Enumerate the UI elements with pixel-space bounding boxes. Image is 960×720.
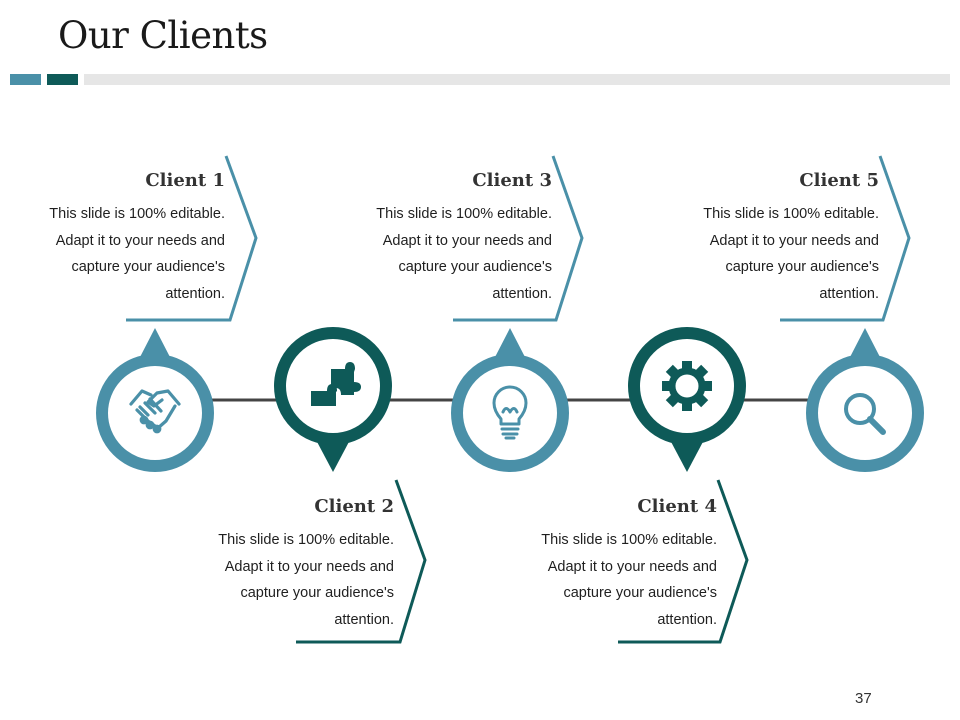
client-1-name: Client 1 (145, 170, 225, 191)
client-4-name: Client 4 (637, 496, 717, 517)
bracket-client-1 (126, 155, 258, 322)
client-3-block: Client 3 This slide is 100% editable. Ad… (367, 170, 552, 307)
accent-bar-dark (47, 74, 78, 85)
handshake-icon (129, 389, 181, 434)
bracket-client-2 (296, 479, 427, 644)
client-2-text: This slide is 100% editable. Adapt it to… (218, 532, 394, 628)
client-5-name: Client 5 (799, 170, 879, 191)
client-3-text: This slide is 100% editable. Adapt it to… (376, 206, 552, 302)
client-3-name: Client 3 (472, 170, 552, 191)
client-5-block: Client 5 This slide is 100% editable. Ad… (694, 170, 879, 307)
client-4-block: Client 4 This slide is 100% editable. Ad… (532, 496, 717, 633)
bracket-client-3 (453, 155, 584, 322)
gear-icon (662, 361, 712, 411)
header-rule (84, 74, 950, 85)
client-1-text: This slide is 100% editable. Adapt it to… (49, 206, 225, 302)
page-number: 37 (855, 690, 872, 707)
search-icon (844, 393, 886, 435)
client-1-block: Client 1 This slide is 100% editable. Ad… (40, 170, 225, 307)
client-4-text: This slide is 100% editable. Adapt it to… (541, 532, 717, 628)
accent-bar-light (10, 74, 41, 85)
bracket-client-4 (618, 479, 749, 644)
lightbulb-icon (492, 385, 528, 440)
pin-client-3 (451, 328, 569, 472)
page-title: Our Clients (58, 14, 268, 57)
pin-client-5 (806, 328, 924, 472)
client-5-text: This slide is 100% editable. Adapt it to… (703, 206, 879, 302)
puzzle-icon (311, 362, 361, 406)
client-2-name: Client 2 (314, 496, 394, 517)
pin-client-4 (628, 327, 746, 472)
bracket-client-5 (780, 155, 911, 322)
client-2-block: Client 2 This slide is 100% editable. Ad… (209, 496, 394, 633)
